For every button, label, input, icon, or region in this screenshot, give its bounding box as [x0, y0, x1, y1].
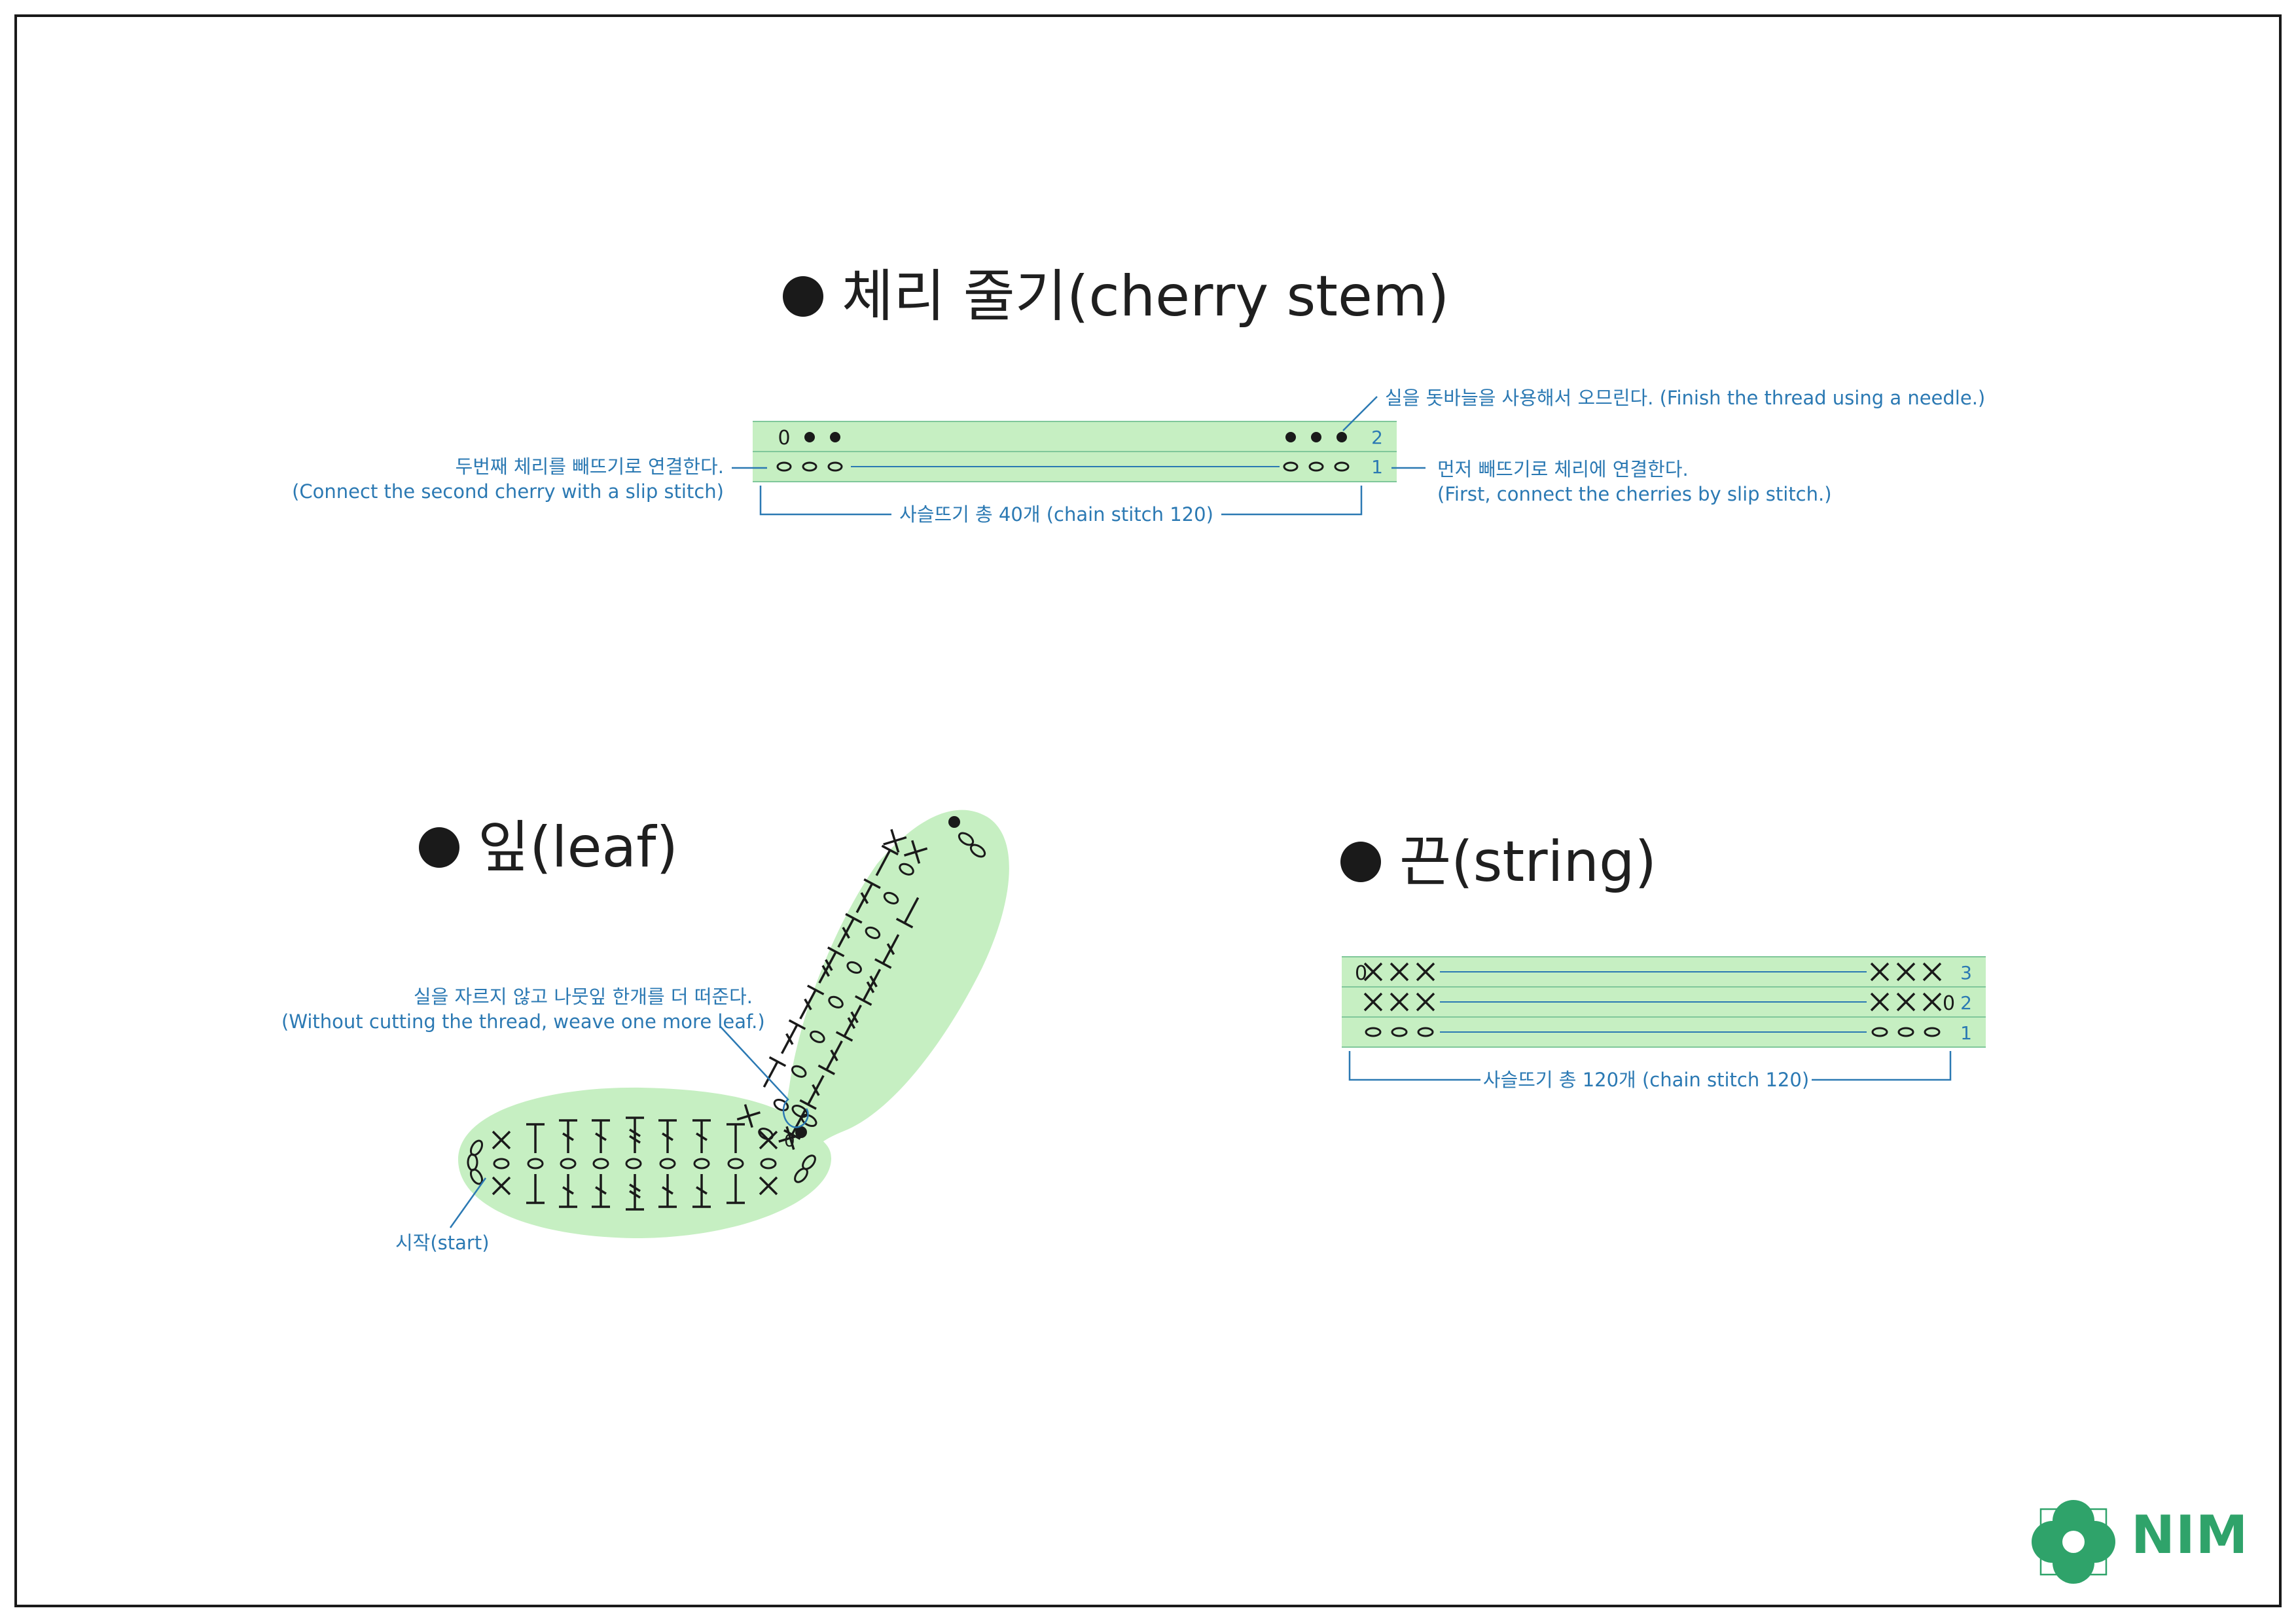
bullet-icon: [783, 276, 823, 317]
start-mark: 0: [778, 427, 790, 450]
note-finish-thread: 실을 돗바늘을 사용해서 오므린다. (Finish the thread us…: [1385, 387, 1986, 409]
row-label: 1: [1371, 456, 1383, 478]
turn-mark: 0: [1943, 992, 1955, 1015]
leaf-upper-stitches: [736, 816, 986, 1183]
title-cherry-stem: 체리 줄기(cherry stem): [783, 268, 1449, 325]
row-label: 2: [1960, 992, 1972, 1014]
row-label: 3: [1960, 962, 1972, 984]
brand-name: NIM: [2131, 1505, 2249, 1565]
title-leaf: 잎(leaf): [419, 819, 678, 876]
nim-logo-icon: [2032, 1500, 2115, 1584]
row-label: 2: [1371, 427, 1383, 448]
note-leaf-start: 시작(start): [395, 1232, 490, 1254]
page-frame: [14, 14, 2282, 1607]
note-string-chain-count: 사슬뜨기 총 120개 (chain stitch 120): [1482, 1069, 1810, 1091]
note-stem-chain-count: 사슬뜨기 총 40개 (chain stitch 120): [899, 503, 1213, 526]
note-first-cherry: 먼저 빼뜨기로 체리에 연결한다. (First, connect the ch…: [1437, 458, 1832, 505]
note-second-cherry: 두번째 체리를 빼뜨기로 연결한다. (Connect the second c…: [292, 455, 724, 503]
leaf-shape-upper: [777, 810, 1009, 1187]
note-weave-another-leaf: 실을 자르지 않고 나뭇잎 한개를 더 떠준다. (Without cuttin…: [281, 986, 765, 1033]
bullet-icon: [1340, 841, 1381, 882]
bullet-icon: [419, 827, 459, 868]
row-label: 1: [1960, 1022, 1972, 1044]
title-string: 끈(string): [1340, 834, 1657, 890]
